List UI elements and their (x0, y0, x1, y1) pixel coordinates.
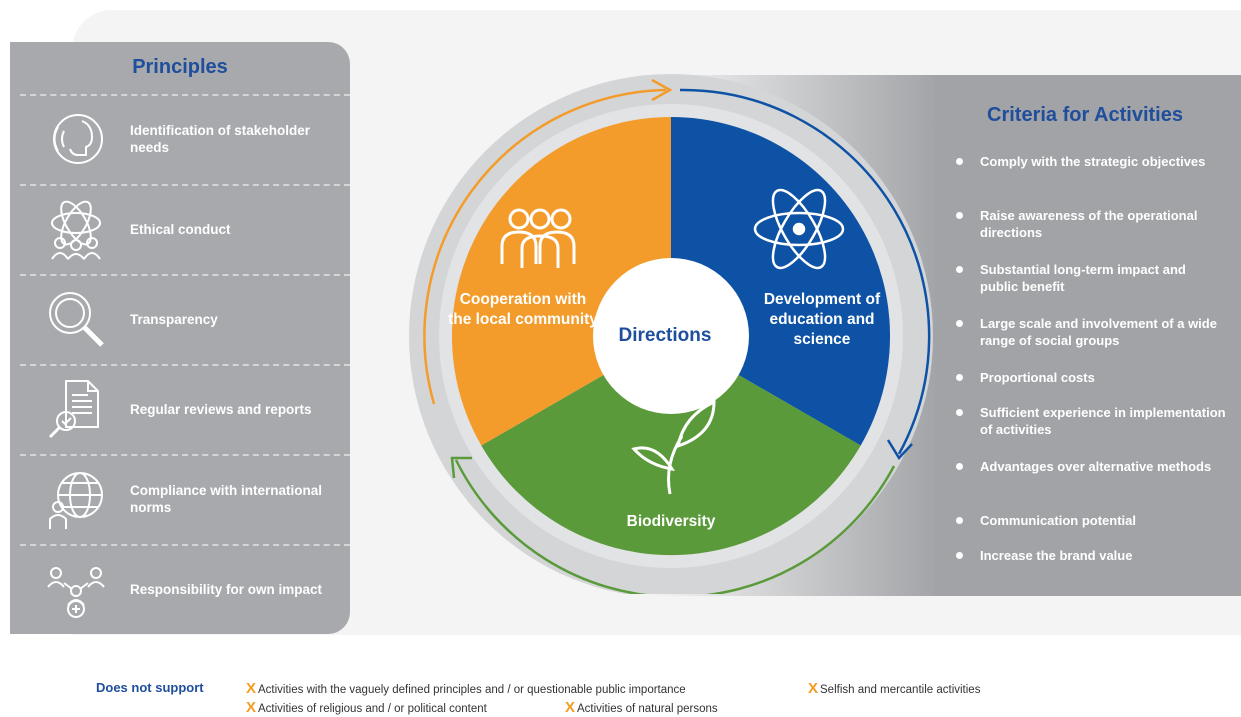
principle-label: Compliance with international norms (130, 483, 323, 515)
divider (20, 364, 350, 366)
bullet-icon (956, 463, 963, 470)
bullet-icon (956, 158, 963, 165)
blue-arrow (679, 88, 931, 455)
divider (20, 274, 350, 276)
principle-item: Regular reviews and reports (10, 364, 350, 454)
segment-label-biodiversity: Biodiversity (626, 513, 716, 530)
green-arrow (454, 459, 896, 594)
bullet-icon (956, 212, 963, 219)
principle-item: Transparency (10, 274, 350, 364)
report-review-icon (48, 380, 99, 439)
criteria-panel (935, 75, 1241, 596)
principle-label: Regular reviews and reports (130, 401, 312, 417)
principle-label: Identification of stakeholder needs (130, 123, 311, 155)
diagram-center-label: Directions (618, 325, 712, 346)
bullet-icon (956, 552, 963, 559)
center-circle (593, 258, 749, 414)
principle-item: Ethical conduct (10, 184, 350, 274)
orange-arrowhead (651, 78, 673, 102)
x-mark-icon: X (808, 680, 819, 697)
criteria-title: Criteria for Activities (987, 104, 1183, 126)
principles-title: Principles (132, 56, 228, 78)
bullet-icon (956, 409, 963, 416)
divider (20, 454, 350, 456)
atom-icon (753, 188, 845, 270)
principles-panel: Principles Identification of stakeholder… (10, 42, 350, 634)
segment-label-community: Cooperation with the local community (448, 291, 598, 328)
people-connected-icon (47, 567, 105, 618)
principle-item: Responsibility for own impact (10, 544, 350, 634)
segment-label-education: Development of education and science (763, 291, 881, 348)
principle-item: Identification of stakeholder needs (10, 94, 350, 184)
principle-label: Transparency (130, 311, 218, 327)
x-mark-icon: X (565, 699, 576, 716)
community-people-icon (500, 208, 576, 268)
bullet-icon (956, 266, 963, 273)
listening-head-icon (53, 114, 103, 164)
orange-arrow (423, 88, 667, 405)
magnifier-icon (49, 292, 104, 347)
x-mark-icon: X (246, 699, 257, 716)
principle-item: Compliance with international norms (10, 454, 350, 544)
principle-label: Responsibility for own impact (130, 581, 323, 597)
bullet-icon (956, 374, 963, 381)
blue-arrowhead (886, 439, 913, 461)
segment-biodiversity (481, 336, 861, 556)
does-not-support-title: Does not support (96, 680, 204, 695)
principle-label: Ethical conduct (130, 221, 231, 237)
divider (20, 544, 350, 546)
divider (20, 94, 350, 96)
bullet-icon (956, 320, 963, 327)
bullet-icon (956, 517, 963, 524)
globe-person-icon (49, 472, 103, 529)
directions-diagram (409, 74, 933, 594)
group-network-icon (51, 200, 101, 260)
green-arrowhead (450, 456, 472, 479)
leaf-icon (631, 399, 716, 495)
divider (20, 184, 350, 186)
x-mark-icon: X (246, 680, 257, 697)
